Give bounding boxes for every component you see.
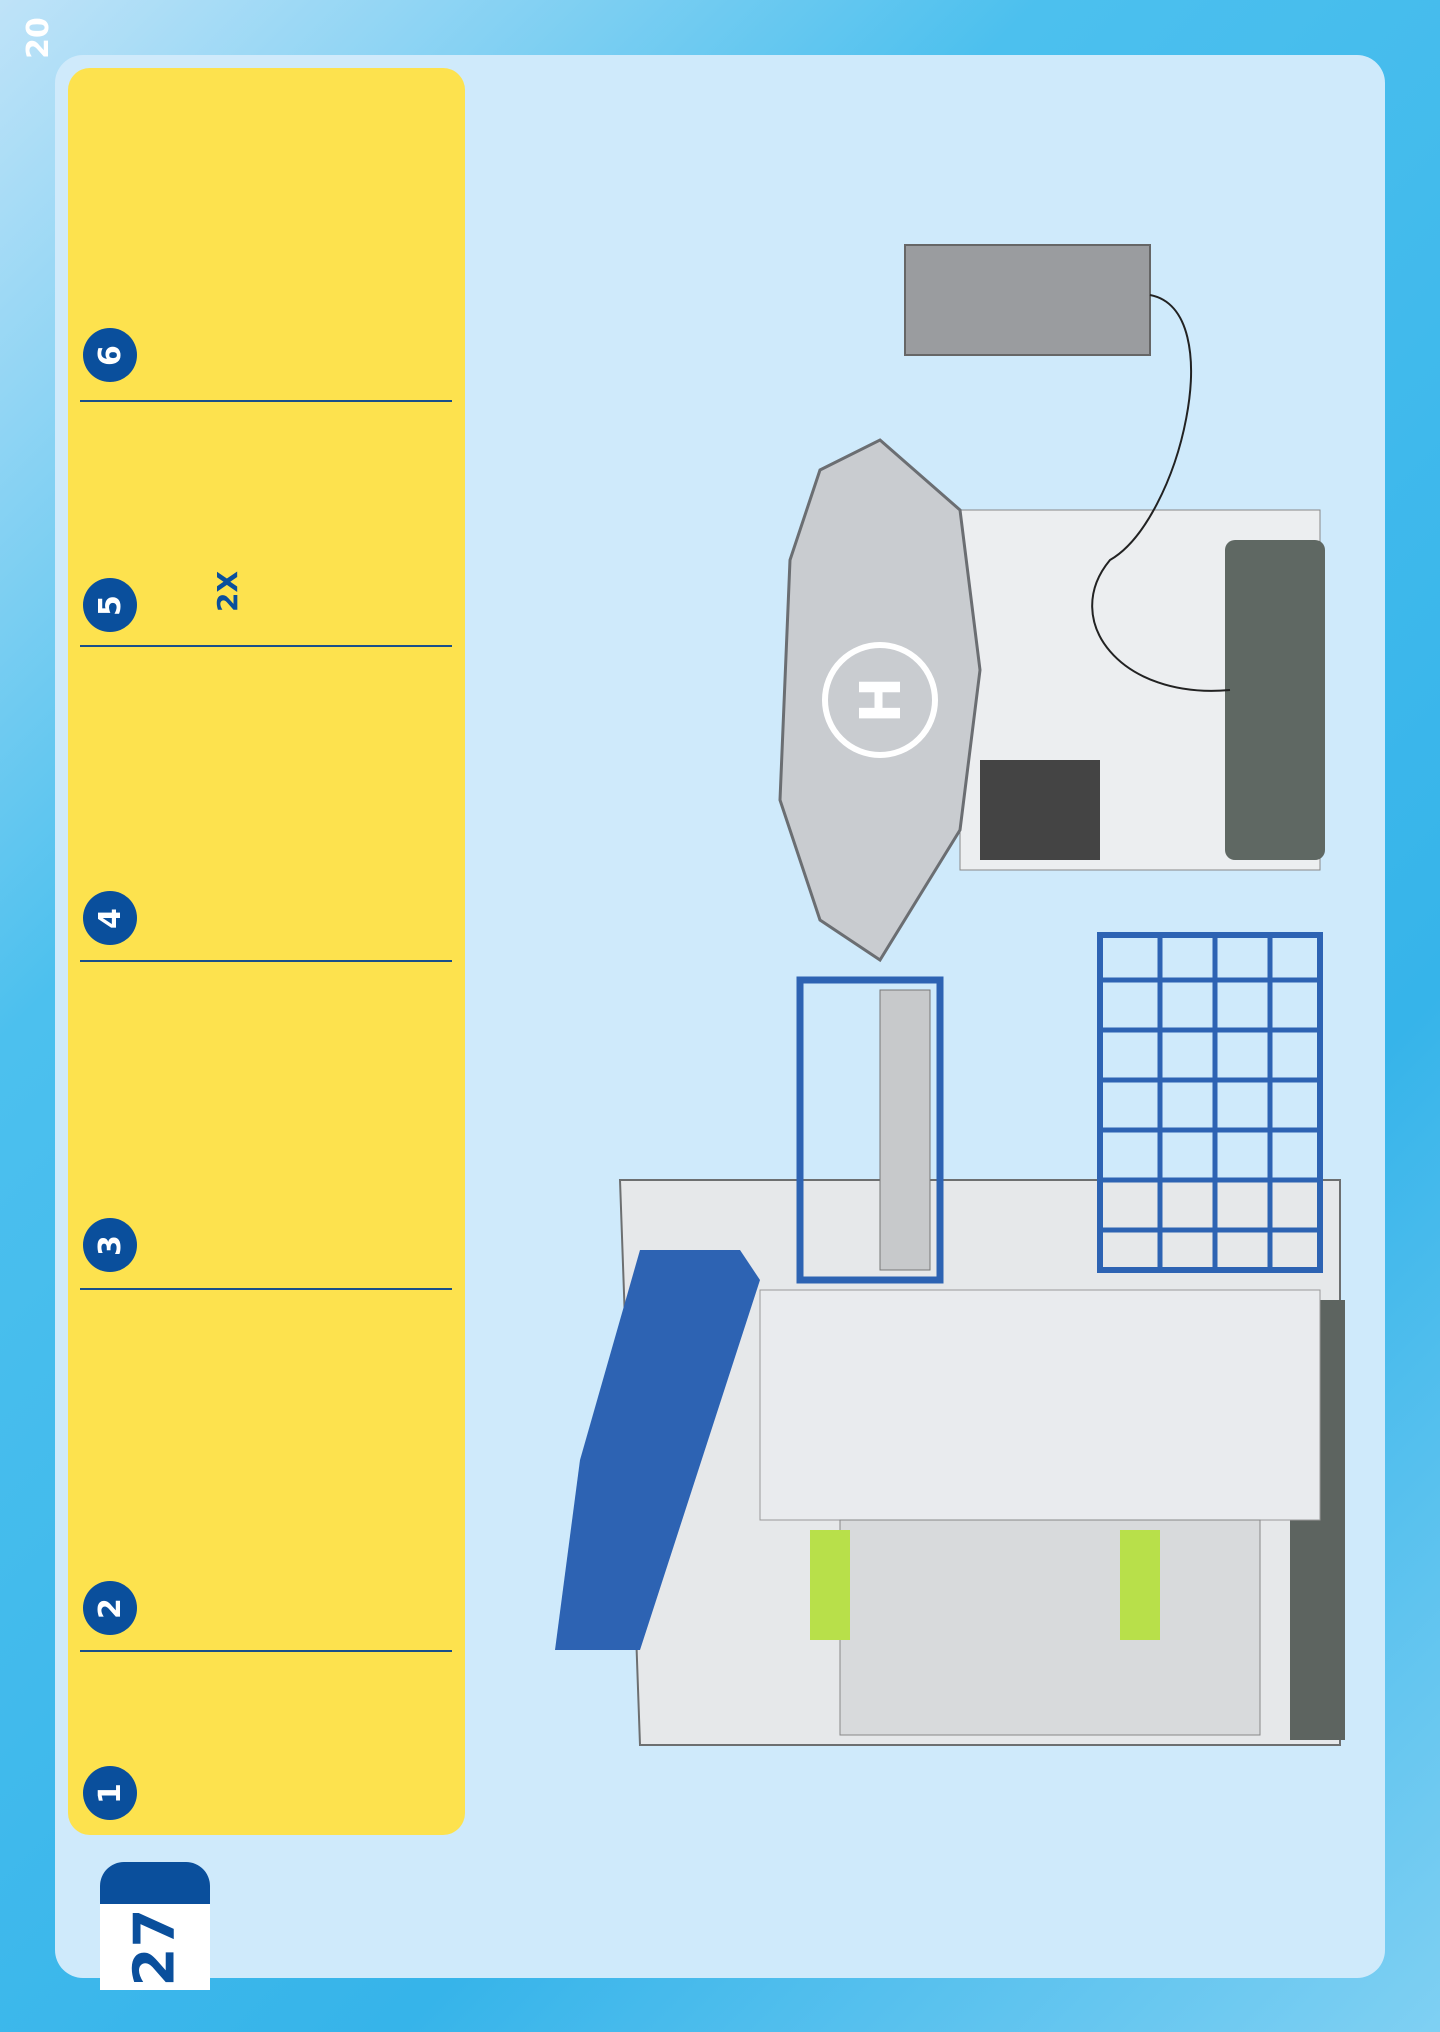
cell-room <box>839 1519 1261 1736</box>
step-number-tab: 27 <box>100 1862 210 1990</box>
stair-railing <box>796 976 944 1284</box>
tab-header <box>100 1862 210 1904</box>
helipad <box>778 438 982 963</box>
sub-step-5-badge: 5 <box>83 578 137 632</box>
sub-step-4-badge: 4 <box>83 891 137 945</box>
window-panel-2 <box>1120 1530 1160 1640</box>
sub-step-number: 5 <box>92 594 128 616</box>
sub-steps-panel <box>68 68 465 1835</box>
stair-grate <box>879 989 931 1271</box>
sub-step-number: 6 <box>92 344 128 366</box>
tab-body: 27 <box>100 1904 210 1990</box>
upper-wall <box>759 1289 1321 1521</box>
sub-step-number: 2 <box>92 1597 128 1619</box>
step-divider <box>80 1288 452 1290</box>
sub-step-number: 4 <box>92 907 128 929</box>
sub-step-3-badge: 3 <box>83 1218 137 1272</box>
blue-support-arm <box>555 1250 760 1650</box>
placement-arrow <box>1091 294 1231 692</box>
step-divider <box>80 645 452 647</box>
sub-step-6-badge: 6 <box>83 328 137 382</box>
sub-step-number: 3 <box>92 1234 128 1256</box>
quantity-multiplier: 2X <box>211 570 245 613</box>
jail-bars-grid <box>1100 935 1320 1270</box>
sub-step-number: 1 <box>92 1782 128 1804</box>
jail-bars <box>1097 932 1323 1273</box>
step-divider <box>80 960 452 962</box>
sub-step-2-badge: 2 <box>83 1581 137 1635</box>
helipad-circle <box>822 642 938 758</box>
step-divider <box>80 400 452 402</box>
tower-back-wall <box>1225 540 1325 860</box>
step-divider <box>80 1650 452 1652</box>
step-number: 27 <box>122 1908 188 1986</box>
grate <box>980 760 1100 860</box>
helipad-h-icon: H <box>849 677 914 724</box>
weapon-cabinet <box>904 244 1151 356</box>
window-panel-1 <box>810 1530 850 1640</box>
sub-step-1-badge: 1 <box>83 1766 137 1820</box>
